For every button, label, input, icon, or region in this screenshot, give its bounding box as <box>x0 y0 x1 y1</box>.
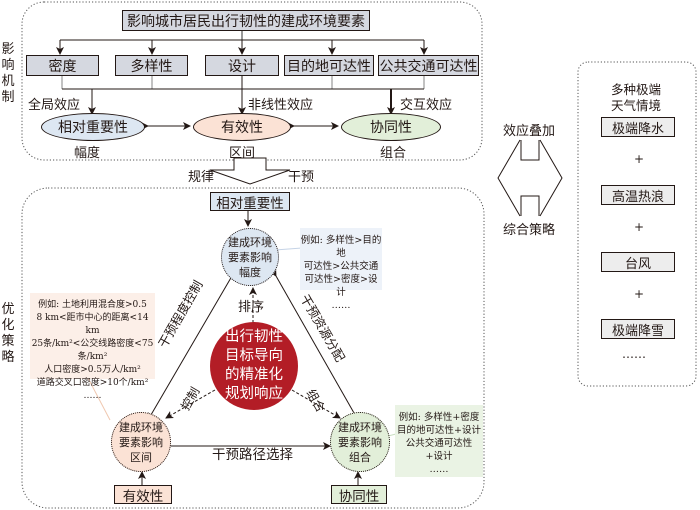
outcome-effectiveness: 有效性 <box>193 113 291 141</box>
edge-ranking: 排序 <box>238 300 265 315</box>
node-combination: 建成环境 要素影响 组合 <box>330 412 390 472</box>
side-char: 响 <box>1 58 15 73</box>
note-line: 8 km<距市中心的距离<14 km <box>36 313 149 336</box>
weather-extreme-snow: 极端降雪 <box>601 319 675 339</box>
plus-sign: + <box>634 152 645 166</box>
double-arrow <box>497 139 563 217</box>
node-text: 要素影响 <box>119 435 163 449</box>
side-char: 策 <box>1 334 15 349</box>
note-line: 可达性>密度>设计 <box>304 274 378 298</box>
note-line: …… <box>83 391 102 401</box>
interaction-effect-label: 交互效应 <box>400 98 453 113</box>
strategy-side-label: 优 化 策 略 <box>1 302 15 366</box>
note-line: 例如: 土地利用混合度>0.5 <box>38 300 147 310</box>
node-text: 要素影响 <box>228 250 272 264</box>
note-line: 例如: 多样性+密度 <box>398 412 480 423</box>
side-char: 优 <box>1 302 15 317</box>
effect-superposition-label: 效应叠加 <box>503 124 556 139</box>
note-ranking-example: 例如: 多样性>目的地 可达性>公共交通 可达性>密度>设计 …… <box>300 228 382 311</box>
factor-destination-accessibility: 目的地可达性 <box>284 55 374 76</box>
weather-title-line1: 多种极端 <box>611 82 662 97</box>
edge-path-selection: 干预路径选择 <box>212 447 293 463</box>
elements-title-box: 影响城市居民出行韧性的建成环境要素 <box>122 10 370 31</box>
note-line: +设计 <box>425 451 453 462</box>
weather-heatwave: 高温热浪 <box>601 185 675 205</box>
side-char: 影 <box>1 42 15 57</box>
node-text: 建成环境 <box>338 420 382 434</box>
node-text: 幅度 <box>239 265 261 279</box>
note-line: …… <box>429 464 449 475</box>
synergy-box: 协同性 <box>331 485 387 505</box>
note-line: …… <box>331 300 351 311</box>
pattern-label: 规律 <box>188 170 215 185</box>
weather-typhoon: 台风 <box>601 252 675 272</box>
intervention-label: 干预 <box>288 170 315 185</box>
factor-density: 密度 <box>26 55 99 76</box>
side-char: 略 <box>1 350 15 365</box>
mechanism-side-label: 影 响 机 制 <box>1 42 15 106</box>
node-text: 要素影响 <box>338 435 382 449</box>
node-text: 建成环境 <box>119 420 163 434</box>
note-interval-example: 例如: 土地利用混合度>0.5 8 km<距市中心的距离<14 km 25条/k… <box>30 293 155 401</box>
weather-extreme-rain: 极端降水 <box>601 117 675 137</box>
strategy-importance-box: 相对重要性 <box>210 192 290 212</box>
node-text: 区间 <box>130 450 152 464</box>
factor-design: 设计 <box>205 55 279 76</box>
outcome-synergy: 协同性 <box>341 113 441 141</box>
weather-ellipsis: …… <box>622 347 646 361</box>
integrated-strategy-label: 综合策略 <box>503 223 556 238</box>
plus-sign: + <box>634 220 645 234</box>
factor-diversity: 多样性 <box>115 55 188 76</box>
center-text: 目标导向 <box>225 348 283 364</box>
global-effect-label: 全局效应 <box>28 98 81 113</box>
magnitude-label: 幅度 <box>74 146 101 161</box>
weather-title-line2: 天气情境 <box>611 98 662 113</box>
node-interval: 建成环境 要素影响 区间 <box>111 412 171 472</box>
nonlinear-effect-label: 非线性效应 <box>248 98 314 113</box>
strategy-frame <box>21 187 485 509</box>
plus-sign: + <box>634 287 645 301</box>
factor-transit-accessibility: 公共交通可达性 <box>378 55 479 76</box>
note-line: 人口密度>0.5万人/km² <box>44 365 141 375</box>
combination-label: 组合 <box>380 146 407 161</box>
center-text: 出行韧性 <box>225 329 283 345</box>
note-line: 例如: 多样性>目的地 <box>300 235 382 259</box>
note-combination-example: 例如: 多样性+密度 目的地可达性+设计 公共交通可达性 +设计 …… <box>395 405 483 477</box>
note-line: 公共交通可达性 <box>405 438 473 449</box>
side-char: 化 <box>1 318 15 333</box>
note-line: 25条/km²<公交线路密度<75条/km² <box>31 339 154 362</box>
side-char: 机 <box>1 74 15 89</box>
transition-arrow <box>209 157 291 185</box>
note-line: 可达性>公共交通 <box>303 261 379 272</box>
interval-label: 区间 <box>229 146 256 161</box>
note-line: 目的地可达性+设计 <box>397 425 481 436</box>
node-text: 组合 <box>349 450 371 464</box>
note-line: 道路交叉口密度>10个/km² <box>36 378 149 388</box>
center-goal-circle: 出行韧性 目标导向 的精准化 规划响应 <box>210 322 298 410</box>
node-magnitude: 建成环境 要素影响 幅度 <box>221 228 279 286</box>
center-text: 规划响应 <box>225 386 283 402</box>
center-text: 的精准化 <box>225 367 283 383</box>
side-char: 制 <box>1 90 15 105</box>
weather-frame <box>577 61 697 387</box>
outcome-relative-importance: 相对重要性 <box>41 113 145 141</box>
effectiveness-box: 有效性 <box>114 485 172 505</box>
node-text: 建成环境 <box>228 235 272 249</box>
